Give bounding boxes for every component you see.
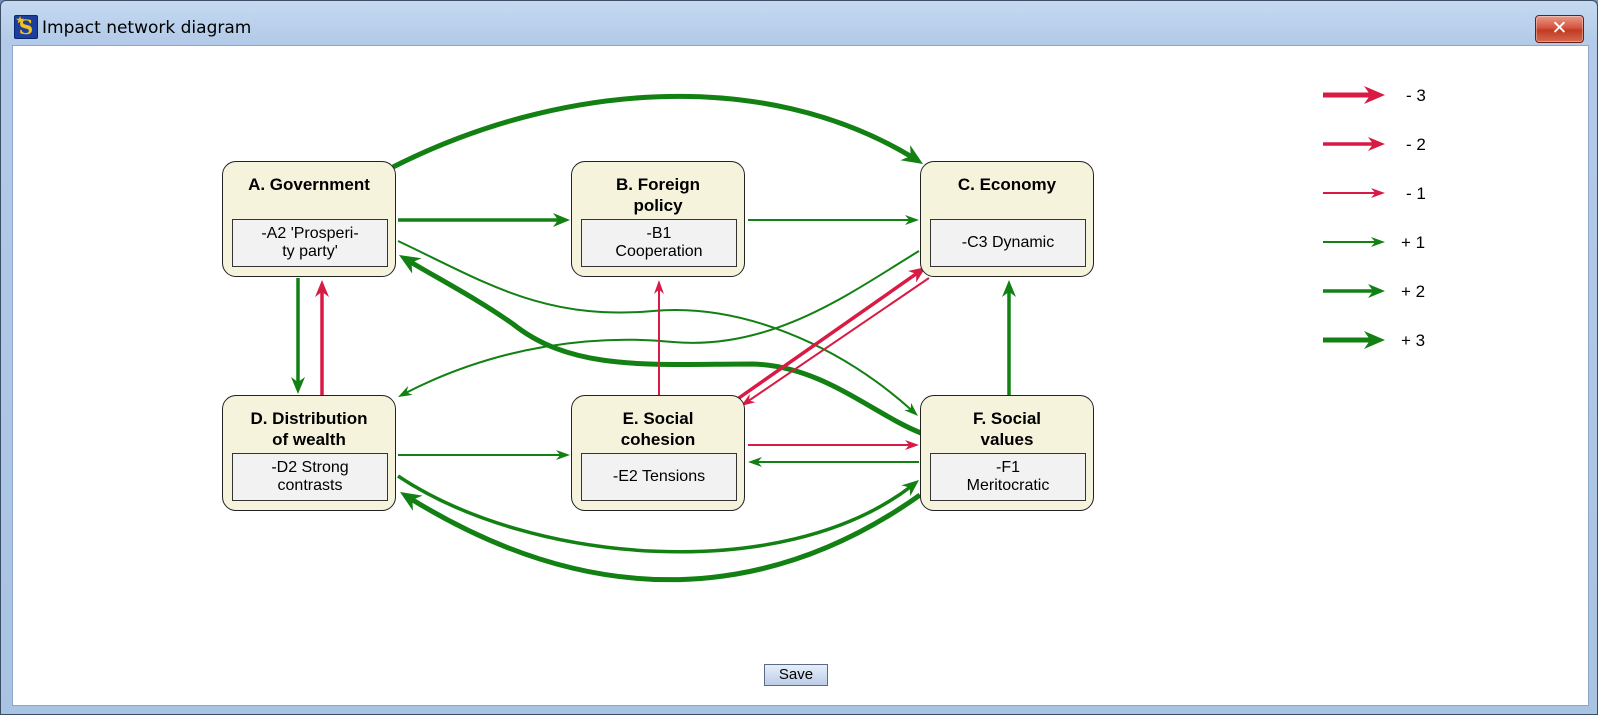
legend-label-minus-1: - 1 bbox=[1406, 184, 1426, 203]
edge-d-to-a bbox=[315, 280, 329, 396]
edge-f-to-c bbox=[1002, 280, 1016, 395]
arrow-head bbox=[315, 280, 329, 297]
edge-d-to-f bbox=[397, 474, 921, 554]
edge-b-to-c bbox=[748, 215, 919, 225]
edge-a-to-d bbox=[291, 278, 305, 394]
node-title: C. Economy bbox=[957, 175, 1057, 194]
edge-line bbox=[397, 250, 920, 398]
legend-label-minus-2: - 2 bbox=[1406, 135, 1426, 154]
arrow-head bbox=[1002, 280, 1016, 297]
edge-f-to-d bbox=[398, 489, 922, 583]
edge-line bbox=[740, 277, 930, 407]
arrow-head bbox=[900, 145, 923, 164]
save-button[interactable]: Save bbox=[764, 664, 828, 686]
node-state: -B1 Cooperation bbox=[581, 219, 737, 267]
arrow-head bbox=[905, 215, 919, 225]
arrow-head bbox=[901, 480, 919, 497]
node-state: -F1 Meritocratic bbox=[930, 453, 1086, 501]
node-state: -D2 Strong contrasts bbox=[232, 453, 388, 501]
edge-c-to-e bbox=[740, 277, 930, 407]
edge-a-to-c bbox=[391, 93, 925, 170]
node-title: D. Distribution of wealth bbox=[250, 409, 368, 449]
node-social-cohesion[interactable]: E. Social cohesion -E2 Tensions bbox=[571, 395, 745, 511]
arrow-head bbox=[905, 440, 919, 450]
edge-e-to-c bbox=[734, 265, 928, 402]
legend-arrow-head bbox=[1371, 237, 1385, 247]
legend-arrow-plus-2 bbox=[1323, 284, 1385, 298]
edge-c-to-d bbox=[397, 250, 920, 398]
legend-arrow-head bbox=[1368, 284, 1385, 298]
legend-arrow-head bbox=[1364, 86, 1385, 104]
node-title: A. Government bbox=[248, 175, 370, 194]
node-state: -E2 Tensions bbox=[581, 453, 737, 501]
edge-f-to-e bbox=[748, 457, 919, 467]
arrow-head bbox=[400, 492, 423, 511]
legend-label-plus-1: + 1 bbox=[1401, 233, 1426, 252]
legend-arrow-plus-1 bbox=[1323, 237, 1385, 247]
arrow-head bbox=[748, 457, 762, 467]
window-title: Impact network diagram bbox=[42, 18, 252, 38]
title-bar[interactable]: ★S Impact network diagram ✕ bbox=[1, 1, 1597, 45]
legend-arrow-minus-3 bbox=[1323, 86, 1385, 104]
diagram-canvas: A. Government -A2 'Prosperi- ty party' B… bbox=[12, 45, 1589, 706]
arrow-head bbox=[654, 280, 664, 294]
node-title: B. Foreign policy bbox=[615, 175, 701, 215]
edge-line bbox=[398, 489, 922, 583]
edge-line bbox=[397, 240, 919, 417]
edge-line bbox=[397, 252, 922, 436]
legend-label-plus-2: + 2 bbox=[1401, 282, 1426, 301]
node-title: E. Social cohesion bbox=[620, 409, 696, 449]
legend-arrow-minus-1 bbox=[1323, 188, 1385, 198]
arrow-head bbox=[741, 393, 756, 406]
node-distribution-of-wealth[interactable]: D. Distribution of wealth -D2 Strong con… bbox=[222, 395, 396, 511]
edge-e-to-b bbox=[654, 280, 664, 395]
edge-d-to-e bbox=[398, 450, 570, 460]
edge-f-to-a bbox=[397, 252, 922, 436]
arrow-head bbox=[556, 450, 570, 460]
edge-a-to-f bbox=[397, 240, 919, 417]
app-icon: ★S bbox=[14, 15, 38, 39]
edge-line bbox=[397, 474, 921, 554]
legend-label-minus-3: - 3 bbox=[1406, 86, 1426, 105]
legend-arrow-plus-3 bbox=[1323, 331, 1385, 349]
node-state: -A2 'Prosperi- ty party' bbox=[232, 219, 388, 267]
legend-arrow-head bbox=[1371, 188, 1385, 198]
edge-a-to-b bbox=[398, 213, 570, 227]
arrow-head bbox=[399, 255, 422, 274]
arrow-head bbox=[291, 377, 305, 394]
edge-e-to-f bbox=[748, 440, 919, 450]
edge-line bbox=[391, 93, 925, 170]
legend-arrow-minus-2 bbox=[1323, 137, 1385, 151]
node-foreign-policy[interactable]: B. Foreign policy -B1 Cooperation bbox=[571, 161, 745, 277]
node-title: F. Social values bbox=[972, 409, 1042, 449]
node-state: -C3 Dynamic bbox=[930, 219, 1086, 267]
node-economy[interactable]: C. Economy -C3 Dynamic bbox=[920, 161, 1094, 277]
arrow-head bbox=[904, 402, 918, 416]
edge-line bbox=[734, 265, 928, 402]
legend-arrow-head bbox=[1364, 331, 1385, 349]
node-government[interactable]: A. Government -A2 'Prosperi- ty party' bbox=[222, 161, 396, 277]
legend-label-plus-3: + 3 bbox=[1401, 331, 1426, 350]
node-social-values[interactable]: F. Social values -F1 Meritocratic bbox=[920, 395, 1094, 511]
close-button[interactable]: ✕ bbox=[1535, 15, 1584, 43]
arrow-head bbox=[553, 213, 570, 227]
network-diagram bbox=[291, 86, 1385, 583]
arrow-head bbox=[398, 386, 413, 397]
legend-arrow-head bbox=[1368, 137, 1385, 151]
